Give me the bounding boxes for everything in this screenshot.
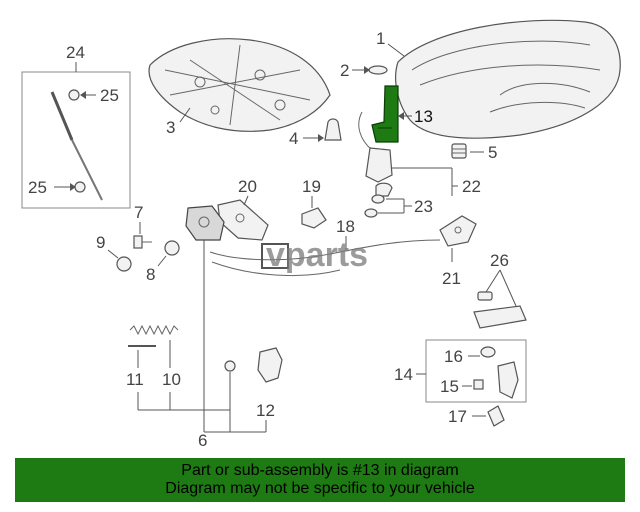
svg-text:vparts: vparts <box>266 236 368 274</box>
latch-arm-part-14[interactable] <box>497 361 519 399</box>
clip-part-19[interactable] <box>301 207 327 229</box>
callout-5: 5 <box>488 143 497 162</box>
grommet-part-9[interactable] <box>116 256 132 272</box>
latch-part-6[interactable] <box>185 205 225 241</box>
nut-part-15[interactable] <box>473 379 484 390</box>
callout-1: 1 <box>376 29 385 48</box>
release-handle-part-21[interactable] <box>439 215 477 247</box>
clip-part-17[interactable] <box>487 405 505 427</box>
callout-14: 14 <box>394 365 413 384</box>
callout-26: 26 <box>490 251 509 270</box>
callout-3: 3 <box>166 118 175 137</box>
callout-17: 17 <box>448 407 467 426</box>
bracket-part-13[interactable] <box>371 85 399 143</box>
callout-22: 22 <box>462 177 481 196</box>
callout-11: 11 <box>126 370 144 389</box>
ball-stud-part-25-lower[interactable] <box>74 181 86 193</box>
bumper-part-4[interactable] <box>324 118 342 141</box>
watermark-logo: vparts <box>261 236 368 274</box>
banner-line-1: Part or sub-assembly is #13 in diagram <box>181 462 459 479</box>
callout-15: 15 <box>440 377 459 396</box>
callout-18: 18 <box>336 217 355 236</box>
gas-strut-part-24[interactable] <box>50 91 103 201</box>
switch-part-12[interactable] <box>257 347 283 383</box>
callout-20: 20 <box>238 177 257 196</box>
seal-part-2[interactable] <box>368 65 388 75</box>
callout-6: 6 <box>198 431 207 450</box>
callout-13: 13 <box>414 107 433 126</box>
hood-part-1[interactable] <box>395 19 621 139</box>
banner-line-2: Diagram may not be specific to your vehi… <box>165 480 475 497</box>
hinge-part-22[interactable] <box>358 111 393 197</box>
callout-9: 9 <box>96 233 105 252</box>
bolts-part-23[interactable] <box>364 194 385 218</box>
stopper-part-5[interactable] <box>451 143 467 159</box>
callout-12: 12 <box>256 401 275 420</box>
callout-21: 21 <box>442 269 461 288</box>
handle-cover-part-26[interactable] <box>473 291 527 329</box>
ball-stud-part-25-upper[interactable] <box>68 89 80 101</box>
clip-part-16[interactable] <box>480 346 496 358</box>
bolt-near-part-12[interactable] <box>224 360 236 372</box>
callout-10: 10 <box>162 370 181 389</box>
callout-24: 24 <box>66 43 85 62</box>
cushion-part-8[interactable] <box>164 240 180 256</box>
callout-16: 16 <box>444 347 463 366</box>
callout-25-lower: 25 <box>28 178 47 197</box>
lock-part-20[interactable] <box>217 199 269 241</box>
insulator-part-3[interactable] <box>148 38 331 132</box>
callout-4: 4 <box>289 129 298 148</box>
info-banner: Part or sub-assembly is #13 in diagram D… <box>15 458 625 502</box>
spring-part-10[interactable] <box>129 324 179 336</box>
release-cable-part-18[interactable] <box>209 239 441 276</box>
callout-8: 8 <box>146 265 155 284</box>
callout-19: 19 <box>302 177 321 196</box>
callout-2: 2 <box>340 61 349 80</box>
bolt-part-7[interactable] <box>133 235 152 249</box>
callout-7: 7 <box>134 203 143 222</box>
callout-25-upper: 25 <box>100 86 119 105</box>
callout-23: 23 <box>414 197 433 216</box>
latch-detail-box <box>425 339 527 403</box>
